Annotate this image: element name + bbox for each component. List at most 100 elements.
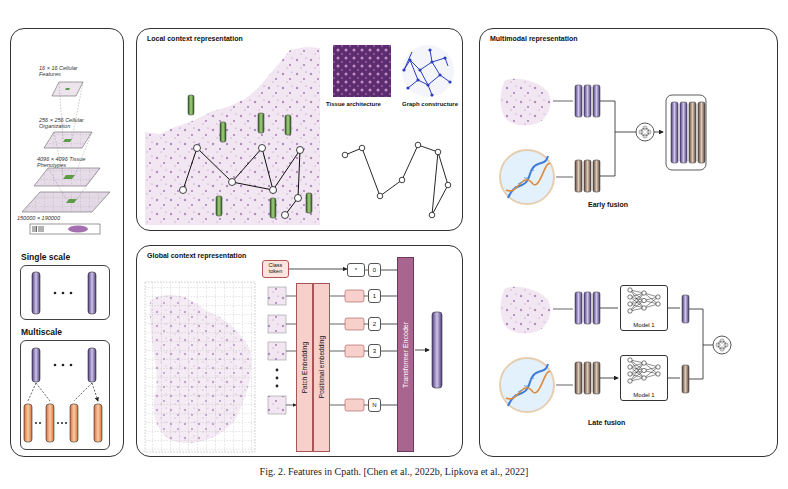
multiscale-vectors xyxy=(46,404,54,442)
graph-illustration xyxy=(345,145,448,215)
late-fusion xyxy=(628,295,632,299)
early-fusion xyxy=(666,95,706,170)
dna-image xyxy=(506,164,550,191)
connector xyxy=(289,269,347,270)
local-tissue xyxy=(259,145,266,152)
local-tissue xyxy=(194,145,201,152)
early-fusion xyxy=(575,160,582,192)
multiscale-vectors xyxy=(24,348,102,442)
early-fusion xyxy=(641,128,649,136)
tissue-architecture-image xyxy=(333,45,391,97)
early-fusion xyxy=(593,160,600,192)
positional-embedding-band: Positional embedding xyxy=(313,283,330,452)
token-label: 2 xyxy=(373,321,376,327)
graph-illustration xyxy=(342,142,451,218)
pyramid xyxy=(44,132,92,148)
late-fusion xyxy=(642,291,646,295)
graph-construct-image xyxy=(418,68,421,71)
panel-heading: Global context representation xyxy=(147,252,246,259)
graph-illustration xyxy=(429,212,435,218)
embedded-tokens xyxy=(330,296,368,405)
late-fusion xyxy=(575,362,582,394)
wsi-thumbnail xyxy=(500,79,550,126)
model-box: Model 1 xyxy=(620,355,668,401)
early-fusion xyxy=(575,85,582,117)
single-scale-vectors xyxy=(54,292,57,295)
global-panel: Global context representationClass token… xyxy=(136,245,463,457)
pyramid xyxy=(63,139,72,142)
connector xyxy=(381,324,397,325)
graph-construct-image xyxy=(438,73,441,76)
token-box: * xyxy=(347,263,365,277)
band-label: Transformer Encoder xyxy=(402,322,409,388)
patches xyxy=(276,377,279,380)
patches xyxy=(268,342,286,360)
early-fusion xyxy=(647,130,651,134)
early-fusion xyxy=(643,134,647,138)
late-fusion xyxy=(724,343,728,347)
late-fusion xyxy=(628,288,632,292)
early-fusion xyxy=(600,101,636,176)
graph-construct-image xyxy=(428,48,431,51)
early-fusion xyxy=(636,123,654,141)
multiscale-vectors xyxy=(28,383,98,401)
pyramid xyxy=(22,192,110,212)
late-fusion xyxy=(713,336,731,354)
patches xyxy=(276,385,279,388)
graph-illustration xyxy=(342,152,348,158)
local-panel: Local context representation xyxy=(136,28,463,231)
local-tissue xyxy=(282,212,289,219)
single-scale-vectors xyxy=(88,272,96,314)
dna-image xyxy=(500,150,554,204)
patches xyxy=(268,315,286,333)
patches xyxy=(286,296,296,405)
figure-label: Late fusion xyxy=(588,419,625,426)
model-box: Model 1 xyxy=(620,285,668,331)
early-fusion xyxy=(689,102,696,163)
figure-label: Early fusion xyxy=(588,201,628,208)
token-label: 1 xyxy=(373,293,376,299)
wsi-thumbnail xyxy=(500,79,550,126)
pyramid xyxy=(48,82,100,199)
early-fusion xyxy=(593,85,600,117)
position-box: N xyxy=(368,398,381,412)
figure-label: Tissue architecture xyxy=(326,101,381,107)
embedded-tokens xyxy=(345,318,364,330)
local-tissue xyxy=(295,195,302,202)
multiscale-vectors xyxy=(57,422,59,424)
multiscale-vectors xyxy=(54,364,57,367)
class-token-box: Class token xyxy=(262,260,289,278)
embedded-tokens xyxy=(345,399,364,411)
encoder-output xyxy=(432,312,442,388)
connector xyxy=(381,351,397,352)
graph-construct-image xyxy=(402,68,405,71)
figure-label: Graph constructure xyxy=(402,101,458,107)
late-fusion xyxy=(718,341,726,349)
graph-construct-image xyxy=(443,56,446,59)
single-scale-vectors xyxy=(32,272,96,314)
pyramid xyxy=(66,199,77,203)
wsi-thumbnail xyxy=(500,287,550,334)
graph-construct-image xyxy=(426,83,429,86)
late-fusion xyxy=(656,295,660,299)
early-fusion xyxy=(654,132,663,133)
pyramid xyxy=(68,226,88,233)
graph-illustration xyxy=(445,182,451,188)
band-label: Positional embedding xyxy=(318,336,325,398)
position-box: 3 xyxy=(368,344,381,358)
multiscale-vectors xyxy=(61,422,63,424)
local-tissue xyxy=(270,198,276,218)
multimodal-panel: Multimodal representationModel 1Model 1 xyxy=(479,28,778,457)
late-fusion xyxy=(628,302,632,306)
connector xyxy=(381,405,397,406)
late-fusion xyxy=(656,302,660,306)
pyramid xyxy=(33,226,43,232)
late-fusion xyxy=(593,292,600,324)
pyramid xyxy=(65,88,70,90)
early-fusion xyxy=(553,85,706,192)
early-fusion xyxy=(584,85,591,117)
early-fusion xyxy=(553,101,573,177)
local-tissue xyxy=(188,95,194,115)
patch-embedding-band: Patch Embedding xyxy=(296,283,313,452)
